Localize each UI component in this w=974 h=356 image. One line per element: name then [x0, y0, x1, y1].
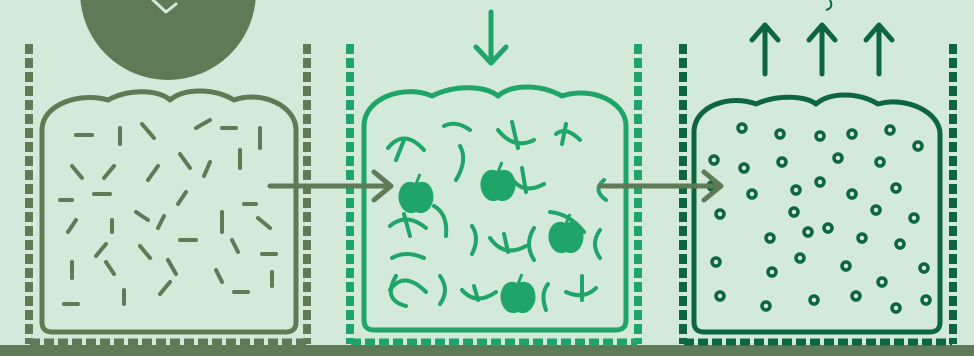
mycelium-bin: [350, 44, 638, 344]
right-arrow-icon: [270, 172, 391, 200]
up-arrow-icon: [809, 25, 835, 74]
cropped-text-glimpse: [826, 0, 831, 10]
straw-bag-outline: [42, 91, 296, 332]
apple-icon: [549, 214, 584, 253]
up-arrow-icon: [866, 25, 892, 74]
spore-bin: [683, 44, 953, 344]
straw-pieces-icon: [60, 120, 276, 304]
ground-bar: [0, 345, 974, 356]
spores-icon: [708, 124, 930, 312]
up-arrow-icon: [752, 25, 778, 74]
badge-icon: [80, 0, 256, 80]
apple-icon: [501, 274, 536, 313]
right-arrow-icon: [600, 172, 721, 200]
down-arrow-icon: [476, 12, 506, 63]
mycelium-threads-and-apples-icon: [388, 122, 606, 310]
straw-bin: [29, 44, 307, 344]
apple-icon: [399, 174, 434, 213]
apple-icon: [481, 162, 516, 201]
